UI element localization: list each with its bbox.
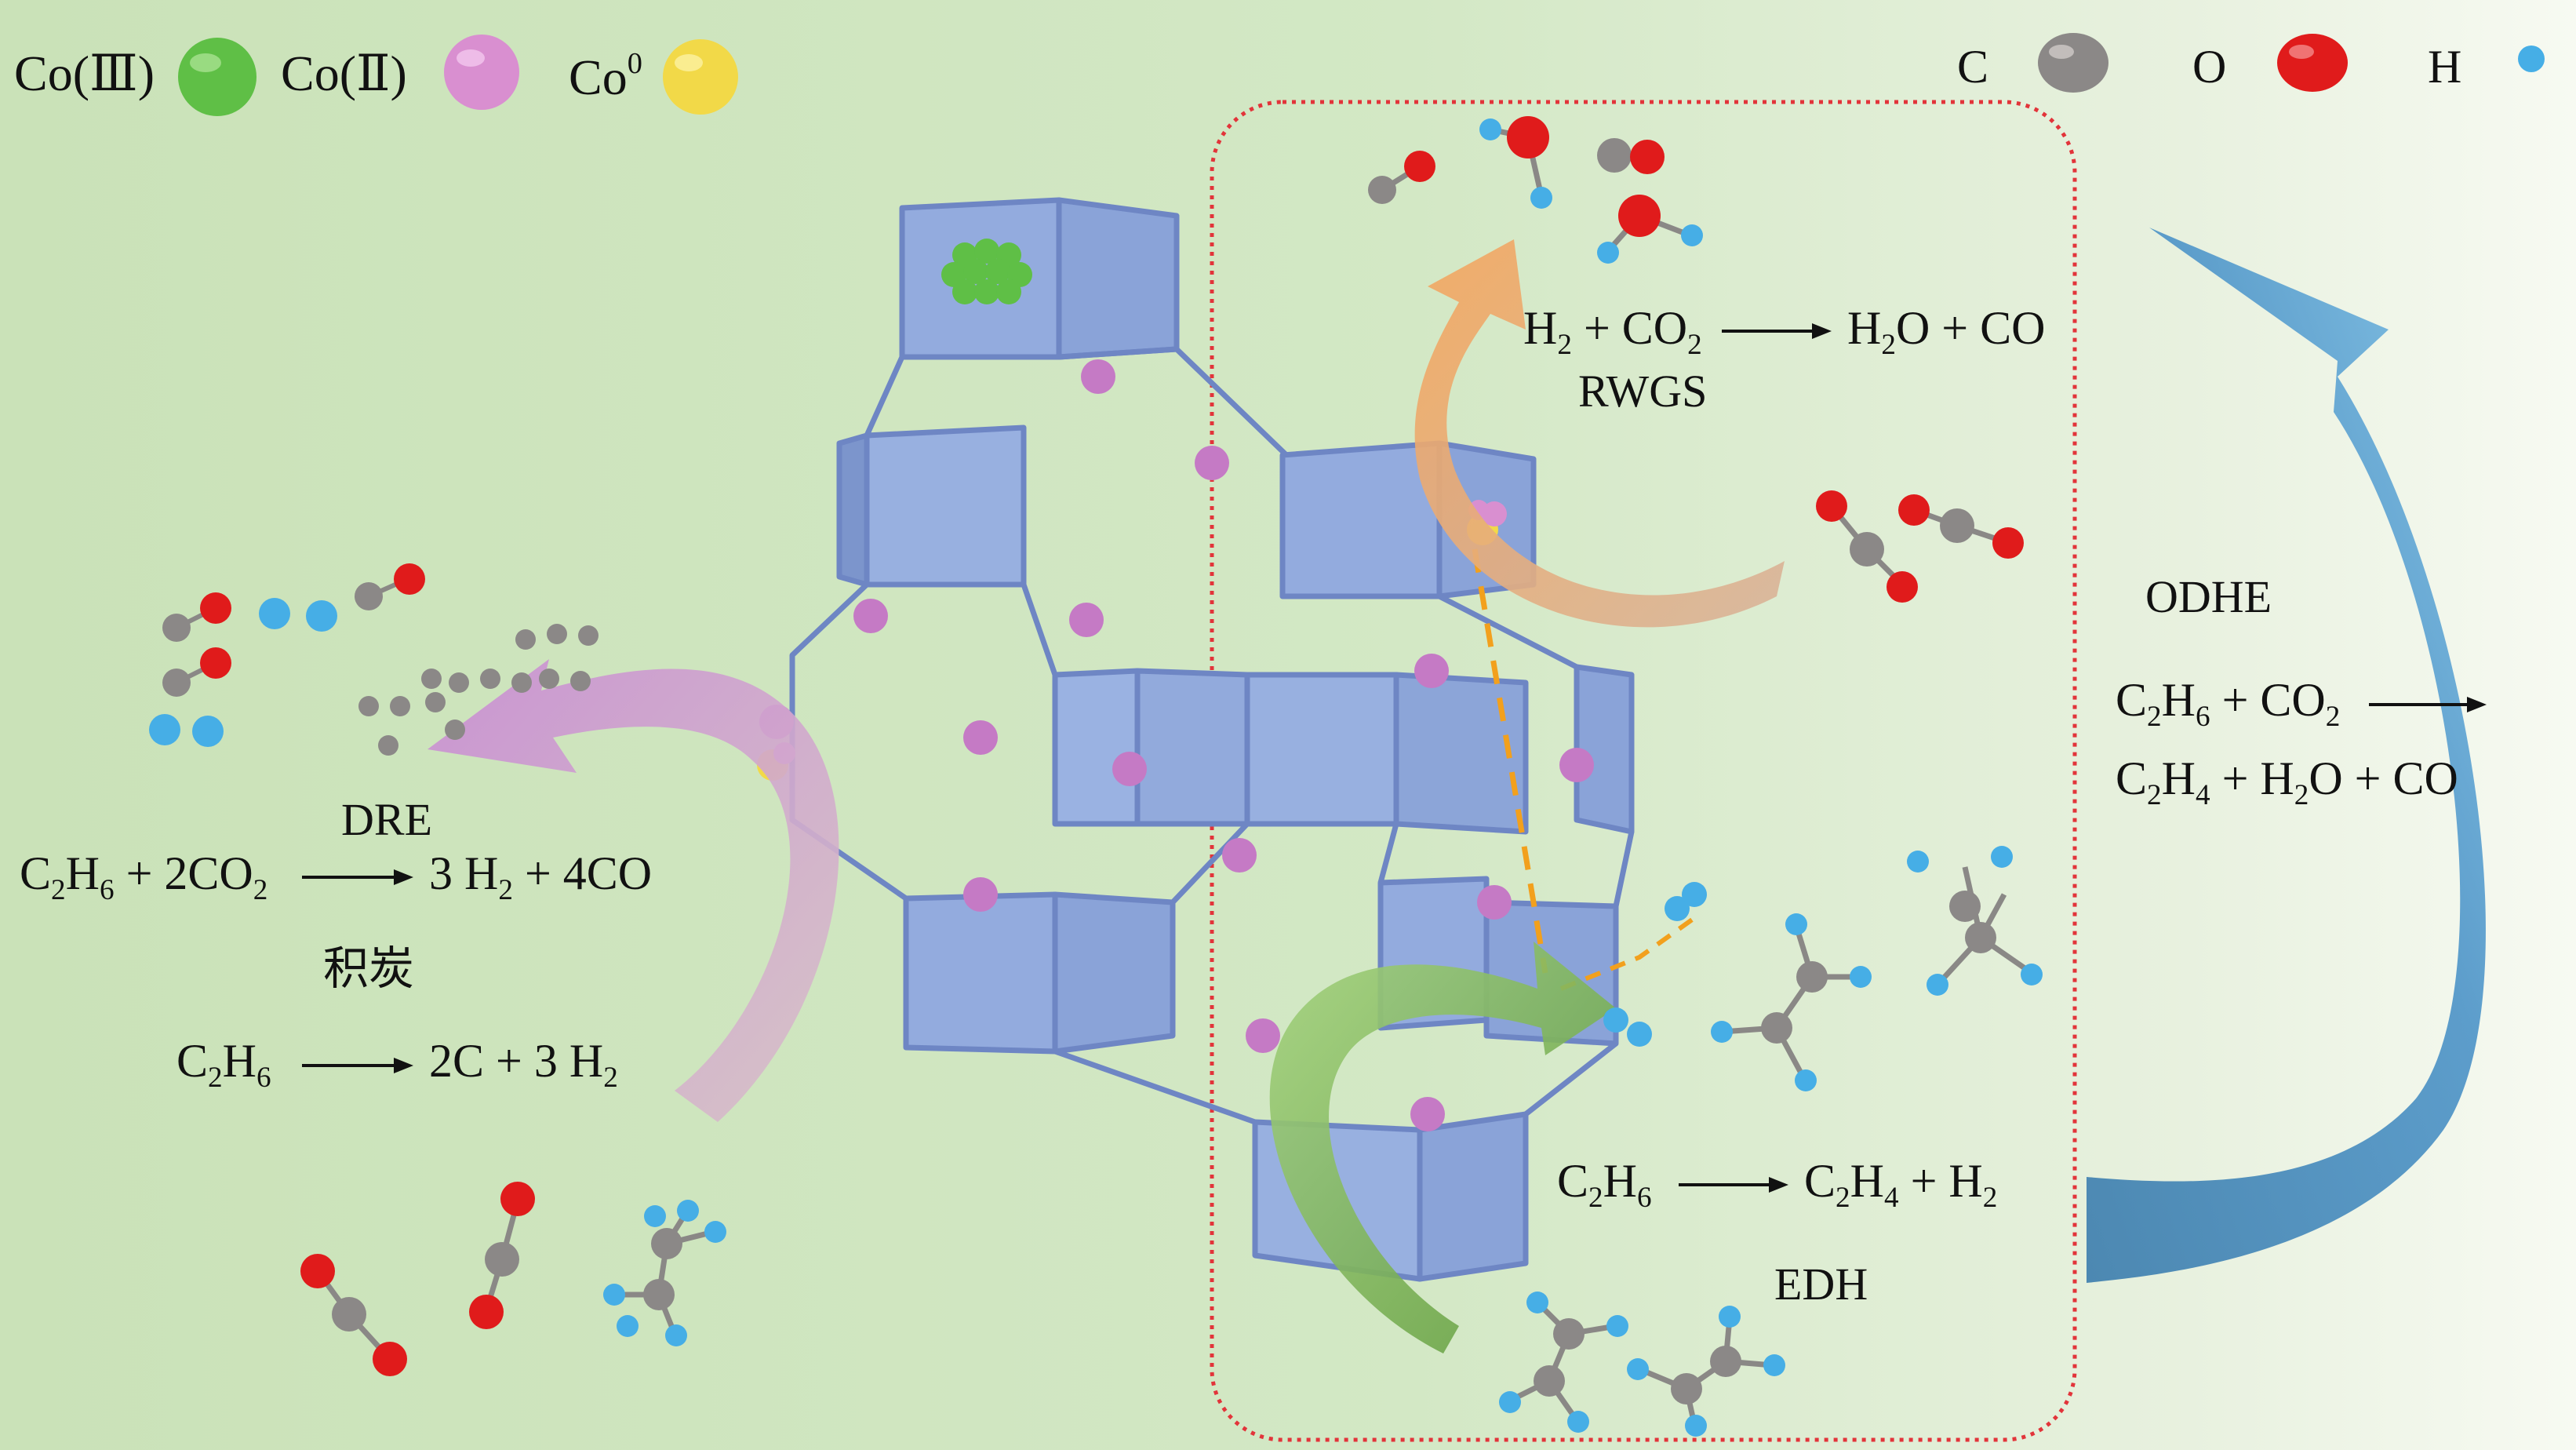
dre-label: DRE — [341, 794, 432, 845]
odhe2-c-sub: 2 — [2147, 779, 2162, 812]
carbon-legend-ball — [2038, 33, 2108, 93]
edh-equation-products: C2H4 + H2 — [1804, 1157, 1997, 1212]
oxygen-legend-ball — [2277, 34, 2348, 92]
co0-legend-ball — [663, 39, 738, 115]
coke-h: H — [222, 1035, 257, 1087]
rwgs-label: RWGS — [1578, 366, 1708, 417]
coke-c: C — [176, 1035, 209, 1087]
edh-equation-reactant: C2H6 — [1557, 1157, 1652, 1212]
odhe-h-sub: 6 — [2195, 701, 2210, 734]
edh-h-sub: 6 — [1636, 1182, 1652, 1215]
co3-legend-ball — [178, 38, 257, 116]
coke-c-sub: 2 — [208, 1062, 223, 1095]
odhe2-rest: O + CO — [2309, 752, 2458, 804]
odhe-c-sub: 2 — [2147, 701, 2162, 734]
dre-h: H — [65, 847, 100, 899]
odhe-curved-arrow — [2087, 228, 2486, 1283]
coking-equation-products: 2C + 3 H2 — [429, 1037, 618, 1092]
dre-co-sub: 2 — [253, 874, 268, 907]
dre-c-sub: 2 — [51, 874, 66, 907]
dre-prod-h: 3 H — [429, 847, 499, 899]
coking-equation-reactant: C2H6 — [176, 1037, 271, 1092]
odhe-label: ODHE — [2145, 571, 2272, 622]
edh-green-arrow — [1269, 942, 1616, 1353]
edh-prod-plus-h: + H — [1898, 1155, 1983, 1207]
dre-plus-co: + 2CO — [114, 847, 253, 899]
edh-c-sub: 2 — [1588, 1182, 1603, 1215]
hydrogen-legend-ball — [2518, 46, 2545, 72]
rwgs-h: H — [1523, 302, 1558, 354]
edh-prod-h2-sub: 2 — [1982, 1182, 1998, 1215]
reaction-arrows — [302, 323, 2487, 1193]
edh-prod-c: C — [1804, 1155, 1836, 1207]
migration-dash-line — [1472, 548, 1548, 974]
coke-prod: 2C + 3 H — [429, 1035, 604, 1087]
odhe2-h: H — [2161, 752, 2196, 804]
hydrogen-legend-label: H — [2428, 41, 2462, 93]
odhe-co-sub: 2 — [2325, 701, 2341, 734]
co0-legend-text: Co — [569, 49, 628, 105]
rwgs-prod-sub: 2 — [1881, 329, 1896, 362]
odhe2-c: C — [2116, 752, 2148, 804]
co2-legend-ball — [444, 35, 519, 110]
dre-equation-reactants: C2H6 + 2CO2 — [20, 850, 267, 905]
odhe2-plus-h: + H — [2210, 752, 2294, 804]
legend-left-balls — [178, 35, 738, 116]
edh-label: EDH — [1774, 1259, 1868, 1310]
co3-cluster — [941, 239, 1032, 304]
dre-prod-sub: 2 — [498, 874, 513, 907]
dre-h-sub: 6 — [99, 874, 115, 907]
rwgs-plus-co: + CO — [1571, 302, 1688, 354]
odhe2-h-sub: 4 — [2195, 779, 2210, 812]
carbon-legend-label: C — [1957, 41, 1989, 93]
h-dash-line — [1559, 916, 1696, 991]
dre-equation-products: 3 H2 + 4CO — [429, 850, 652, 905]
coke-prod-sub: 2 — [603, 1062, 618, 1095]
co2-legend-label: Co(Ⅱ) — [281, 46, 407, 101]
rwgs-h-sub: 2 — [1557, 329, 1572, 362]
dre-prod-rest: + 4CO — [512, 847, 653, 899]
coking-label: 积炭 — [323, 942, 415, 995]
rwgs-orange-arrow — [1414, 239, 1785, 628]
rwgs-co-sub: 2 — [1687, 329, 1702, 362]
edh-c: C — [1557, 1155, 1589, 1207]
odhe2-h2-sub: 2 — [2294, 779, 2309, 812]
odhe-equation-line1: C2H6 + CO2 — [2116, 676, 2340, 731]
edh-prod-h-sub: 4 — [1883, 1182, 1899, 1215]
rwgs-prod-rest: O + CO — [1895, 302, 2046, 354]
co3-legend-label: Co(Ⅲ) — [14, 46, 155, 101]
molecules — [149, 116, 2043, 1437]
rwgs-equation-reactants: H2 + CO2 — [1523, 304, 1702, 359]
edh-h: H — [1603, 1155, 1637, 1207]
co2-atoms — [759, 359, 1594, 1131]
coke-h-sub: 6 — [256, 1062, 271, 1095]
edh-prod-h: H — [1850, 1155, 1884, 1207]
odhe-plus-co: + CO — [2210, 674, 2326, 726]
odhe-h: H — [2161, 674, 2196, 726]
co0-legend-label: Co0 — [569, 49, 642, 103]
rwgs-equation-products: H2O + CO — [1847, 304, 2045, 359]
rwgs-prod-h: H — [1847, 302, 1882, 354]
oxygen-legend-label: O — [2192, 41, 2227, 93]
odhe-c: C — [2116, 674, 2148, 726]
dre-c: C — [20, 847, 52, 899]
co0-legend-sup: 0 — [627, 47, 642, 80]
legend-right-balls — [2038, 33, 2545, 93]
edh-prod-c-sub: 2 — [1836, 1182, 1850, 1215]
odhe-equation-line2: C2H4 + H2O + CO — [2116, 755, 2458, 810]
